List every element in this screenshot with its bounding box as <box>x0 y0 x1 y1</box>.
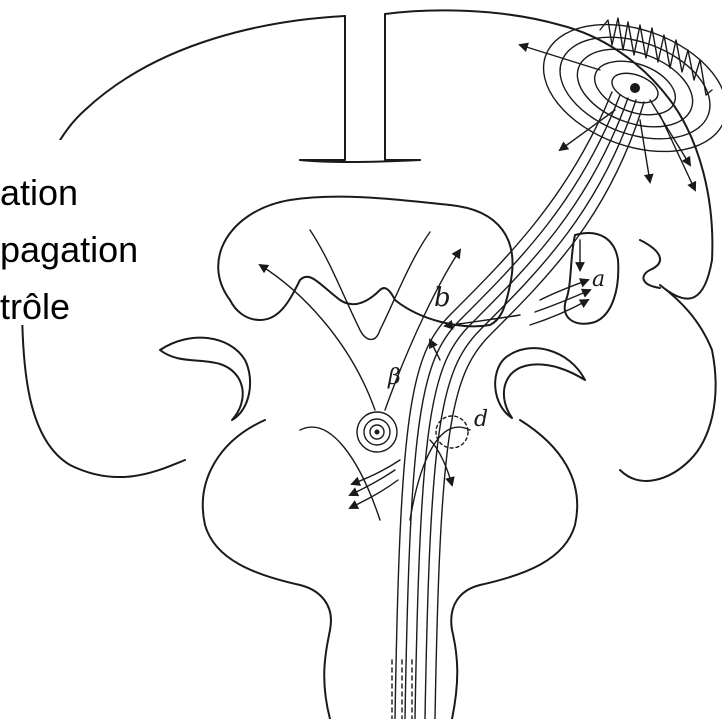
descending-tract <box>395 92 644 719</box>
cortex-excitation-focus <box>526 1 722 175</box>
left-hemisphere-top-curve <box>300 16 345 160</box>
brainstem-outline-right <box>451 420 577 719</box>
callout-line-2: pagation <box>0 232 138 268</box>
left-temporal-hook <box>160 338 250 420</box>
label-d: d <box>474 407 488 432</box>
right-lateral-notch <box>640 240 660 288</box>
callout-line-3: trôle <box>0 289 70 325</box>
thalamus-outline <box>218 197 512 327</box>
right-temporal-hook <box>495 348 585 418</box>
label-a: a <box>592 267 605 292</box>
branch-to-b <box>445 315 520 326</box>
callout-line-1: ation <box>0 175 78 211</box>
label-b: b <box>434 283 451 313</box>
nucleus-beta <box>357 412 397 452</box>
right-hemisphere-outline <box>385 10 716 481</box>
ventricle-outline <box>310 230 430 339</box>
brainstem-outline <box>203 420 331 719</box>
right-hemisphere-inner-line <box>385 14 420 160</box>
ascending-arrow-left <box>260 265 375 410</box>
label-beta: β <box>387 365 401 390</box>
